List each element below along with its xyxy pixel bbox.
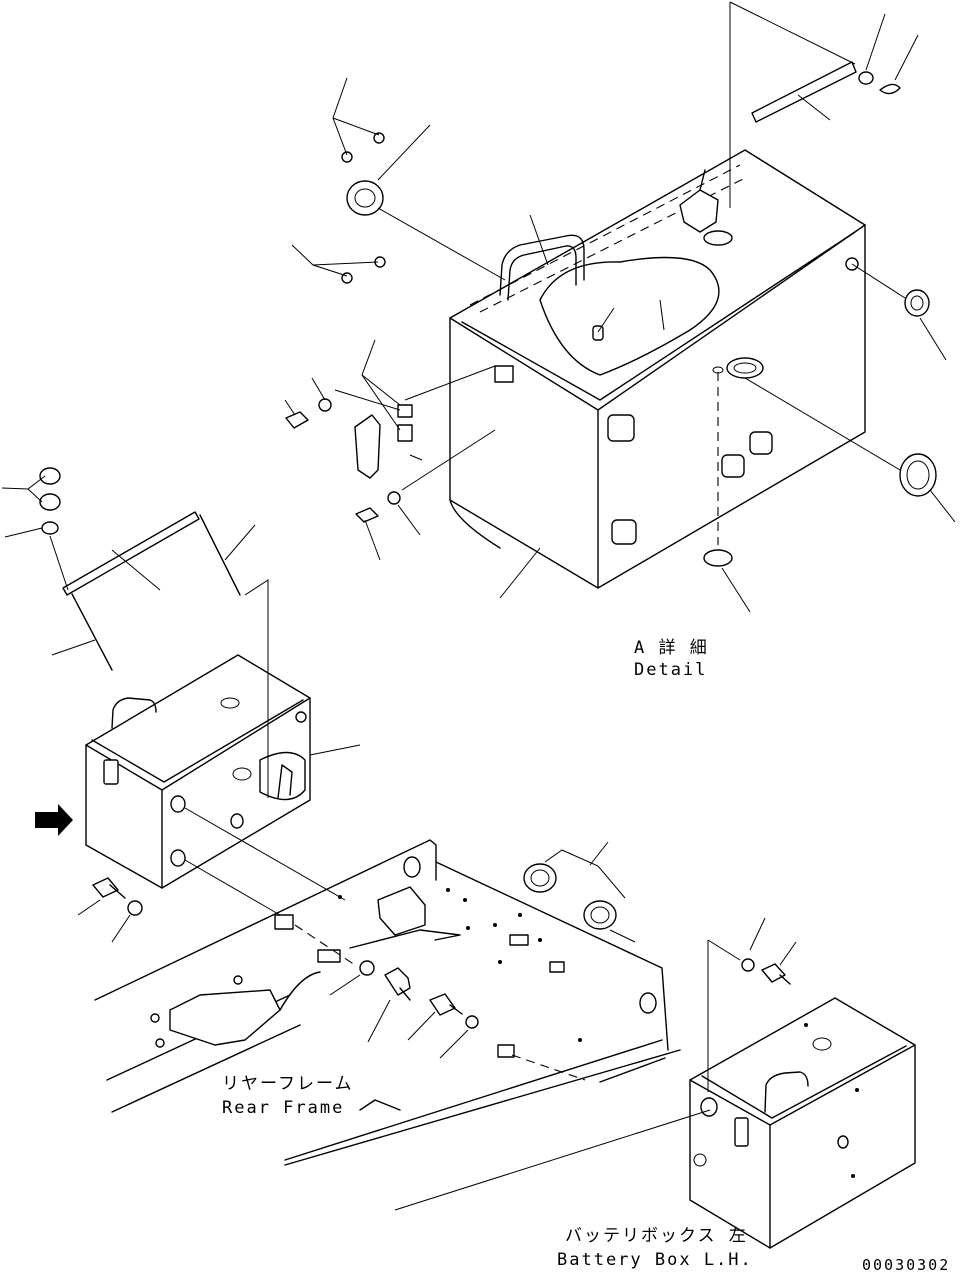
detail-battery-box (285, 1, 937, 589)
detail-label-japanese: A 詳 細 (634, 638, 709, 658)
battery-box-label-english: Battery Box L.H. (557, 1250, 753, 1270)
drawing-number: 00030302 (862, 1256, 951, 1274)
battery-box-label-japanese: バッテリボックス 左 (565, 1226, 748, 1246)
leader-lines-detail (284, 13, 956, 613)
rear-frame-label-japanese: リヤーフレーム (222, 1074, 354, 1094)
direction-arrow (35, 804, 73, 836)
rear-frame (94, 839, 681, 1166)
frame-fasteners (329, 841, 636, 1059)
left-bolts (77, 807, 346, 943)
right-fasteners (394, 917, 797, 1211)
detail-label-english: Detail (634, 660, 708, 680)
left-rods (1, 467, 361, 798)
battery-box-lh (689, 997, 916, 1249)
rear-frame-label-english: Rear Frame (222, 1098, 345, 1118)
left-battery-box (85, 654, 311, 889)
